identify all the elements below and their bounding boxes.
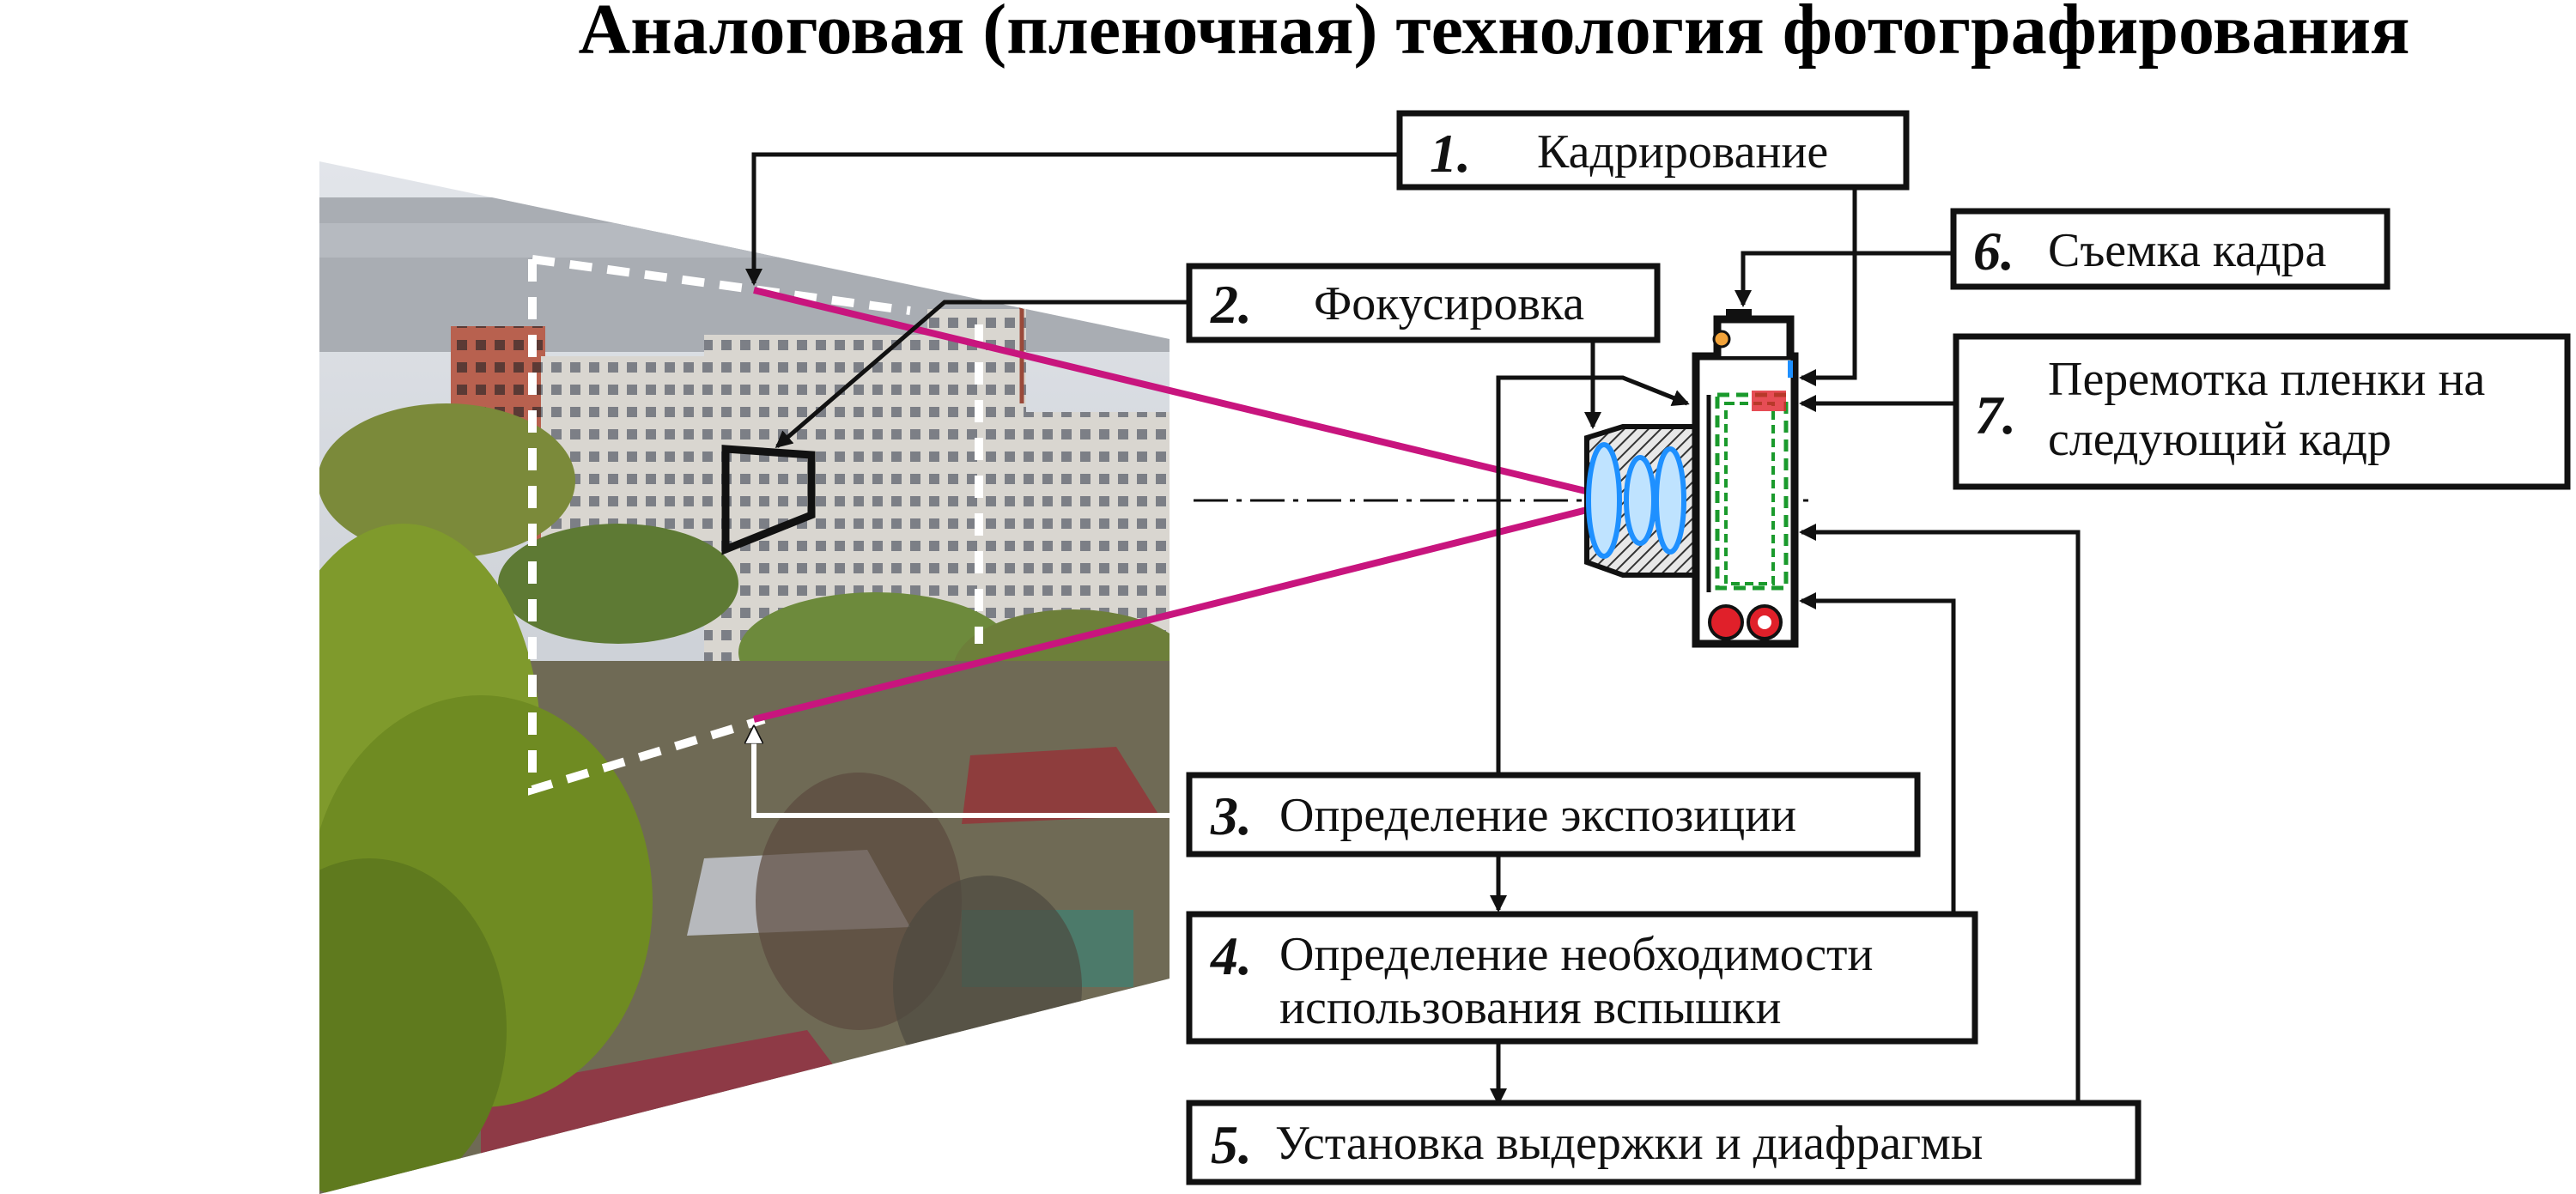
step-4-label-line1: Определение необходимости [1279,928,1874,981]
step-5-label: Установка выдержки и диафрагмы [1275,1117,1983,1170]
connector-lines [754,152,2081,1106]
step-3-number: 3. [1210,785,1252,846]
step-4-box: 4. Определение необходимости использован… [1186,911,1978,1045]
step-3-label: Определение экспозиции [1279,789,1796,842]
camera-schematic [1584,309,1799,648]
step-7-number: 7. [1975,385,2016,445]
step-2-box: 2. Фокусировка [1186,263,1661,343]
focus-square-marker [721,445,816,555]
step-4-number: 4. [1210,925,1252,986]
step-1-label: Кадрирование [1537,125,1828,179]
step-1-number: 1. [1430,123,1471,184]
step-5-number: 5. [1211,1114,1252,1175]
step-5-box: 5. Установка выдержки и диафрагмы [1186,1100,2142,1185]
city-photo [319,161,1170,1194]
page-title: Аналоговая (пленочная) технология фотогр… [579,0,2410,70]
step-7-label-line2: следующий кадр [2048,413,2391,466]
step-6-label: Съемка кадра [2048,224,2327,277]
framing-dashed-outline [528,255,983,796]
step-7-box: 7. Перемотка пленки на следующий кадр [1953,333,2571,490]
step-3-box: 3. Определение экспозиции [1186,772,1921,858]
step-6-number: 6. [1973,221,2014,282]
step-1-box: 1. Кадрирование [1396,110,1910,191]
step-7-label-line1: Перемотка пленки на [2048,353,2485,406]
step-2-label: Фокусировка [1314,277,1584,330]
step-6-box: 6. Съемка кадра [1950,208,2391,290]
step-4-label-line2: использования вспышки [1279,981,1781,1034]
step-2-number: 2. [1210,274,1252,335]
